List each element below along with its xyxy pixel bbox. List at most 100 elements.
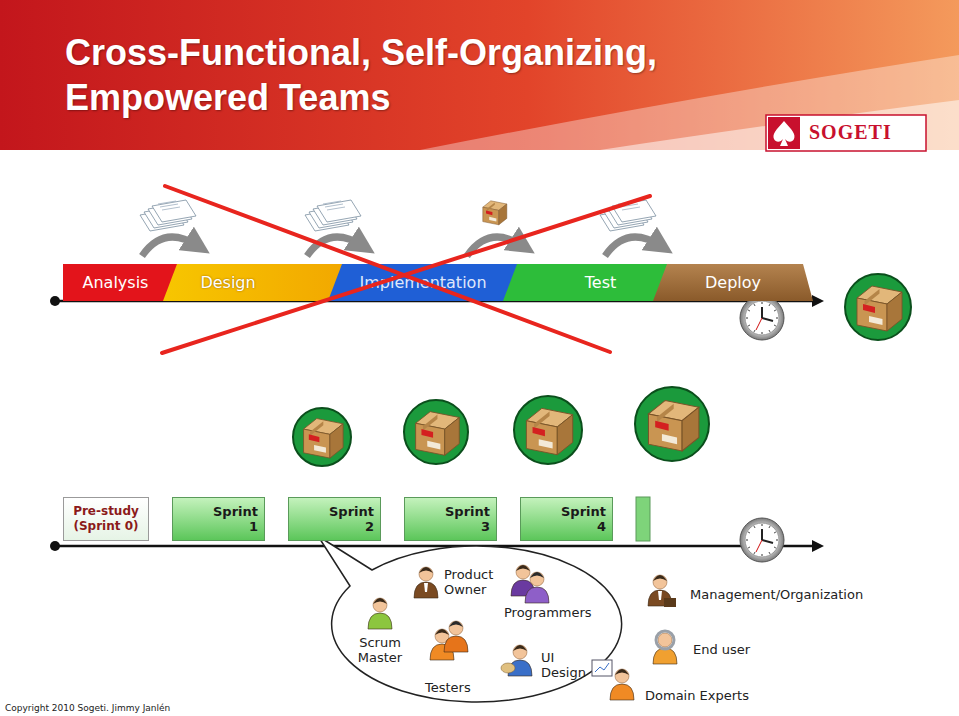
- person-hair: [435, 629, 449, 635]
- box-stamp: [421, 429, 433, 438]
- document-line: [327, 207, 345, 210]
- briefcase: [664, 598, 676, 607]
- clock-tick: [776, 540, 778, 541]
- person-head: [530, 572, 544, 586]
- person-head: [513, 645, 527, 659]
- box-label: [662, 434, 677, 444]
- role-label: Domain Experts: [645, 688, 749, 703]
- clock-tick: [774, 310, 776, 311]
- logo-mark: [768, 117, 800, 149]
- cross-line: [162, 196, 650, 353]
- phase-label: Implementation: [359, 274, 486, 292]
- role-label: Scrum Master: [354, 635, 406, 665]
- box-front: [304, 429, 330, 458]
- clock-tick: [769, 304, 770, 306]
- clock-tick: [748, 325, 750, 326]
- document-line: [323, 201, 341, 204]
- box-side: [445, 417, 460, 455]
- person-head: [653, 575, 667, 589]
- person-hair: [615, 669, 629, 675]
- clock-tick: [769, 330, 770, 332]
- shipping-box: [648, 400, 698, 450]
- box-tape: [423, 415, 438, 431]
- role-label: UI Design: [541, 650, 589, 680]
- clock-tick: [754, 304, 755, 306]
- title: Cross-Functional, Self-Organizing, Empow…: [65, 30, 805, 120]
- clock-tick: [748, 532, 750, 533]
- box-label: [539, 439, 553, 448]
- box-tape: [487, 202, 495, 211]
- header-band: [0, 0, 959, 150]
- speech-bubble: [318, 536, 622, 702]
- box-label: [869, 316, 883, 325]
- sprint-label: Sprint 3: [438, 504, 490, 534]
- timeline-dot: [50, 541, 60, 551]
- person-icon: [501, 645, 532, 676]
- person-body: [444, 636, 468, 652]
- paint-palette: [501, 663, 515, 673]
- sprint-label: Sprint 1: [206, 504, 258, 534]
- clock-hand: [761, 529, 763, 540]
- phase-band: Design: [163, 264, 343, 301]
- clock-second-hand: [756, 318, 762, 330]
- document-stack: [305, 200, 361, 231]
- done-circle: [514, 396, 582, 464]
- box-tape: [657, 404, 674, 423]
- document-sheet: [317, 200, 361, 222]
- header-swoosh: [600, 100, 959, 150]
- person-icon: [414, 567, 438, 598]
- person-head: [516, 565, 530, 579]
- person-icon: [444, 621, 468, 652]
- box-stamp: [863, 304, 875, 313]
- clock-hand: [762, 318, 773, 321]
- easel-board: [592, 660, 612, 676]
- person-head: [658, 633, 672, 647]
- document-line: [162, 207, 180, 210]
- document-stack: [600, 200, 656, 231]
- phase-band: Implementation: [328, 264, 518, 301]
- box-front: [416, 423, 445, 455]
- clock-face: [745, 523, 779, 557]
- sprint-box: Sprint 3: [404, 497, 497, 541]
- sprint-label: Sprint 2: [322, 504, 374, 534]
- clock-tick: [746, 540, 748, 541]
- copyright-note: Copyright 2010 Sogeti. Jimmy Janlén: [5, 703, 170, 714]
- box-side: [330, 424, 343, 458]
- clock-second-hand: [756, 540, 762, 552]
- clock-hand: [761, 307, 763, 318]
- shipping-box: [304, 419, 344, 459]
- clock-tick: [774, 325, 776, 326]
- role-label: Product Owner: [444, 567, 504, 597]
- clock-tick: [769, 526, 770, 528]
- document-line: [620, 204, 638, 207]
- box-tape: [310, 421, 323, 436]
- phase-band: Analysis: [63, 264, 178, 301]
- box-front: [526, 421, 557, 455]
- logo-box: [766, 115, 926, 151]
- person-hair: [419, 567, 433, 573]
- document-sheet: [612, 200, 656, 222]
- clock-tick: [746, 318, 748, 319]
- shipping-box: [857, 286, 902, 331]
- clock-tick: [769, 552, 770, 554]
- sprint-box: Sprint 2: [288, 497, 381, 541]
- person-icon: [648, 575, 676, 607]
- done-circle: [845, 274, 911, 340]
- phase-band: Test: [503, 264, 668, 301]
- clock-tick: [754, 526, 755, 528]
- box-stamp: [655, 421, 668, 431]
- clock-tick: [762, 554, 763, 556]
- cross-line: [165, 186, 610, 352]
- sprint-label: Sprint 4: [554, 504, 606, 534]
- box-side: [682, 407, 699, 451]
- person-body: [368, 613, 392, 629]
- box-label: [314, 445, 326, 453]
- clock-icon: [740, 296, 784, 340]
- done-circle: [293, 408, 351, 466]
- document-stack: [140, 200, 196, 231]
- person-head: [373, 598, 387, 612]
- document-line: [158, 201, 176, 204]
- box-stamp: [533, 427, 545, 436]
- clock-tick: [748, 547, 750, 548]
